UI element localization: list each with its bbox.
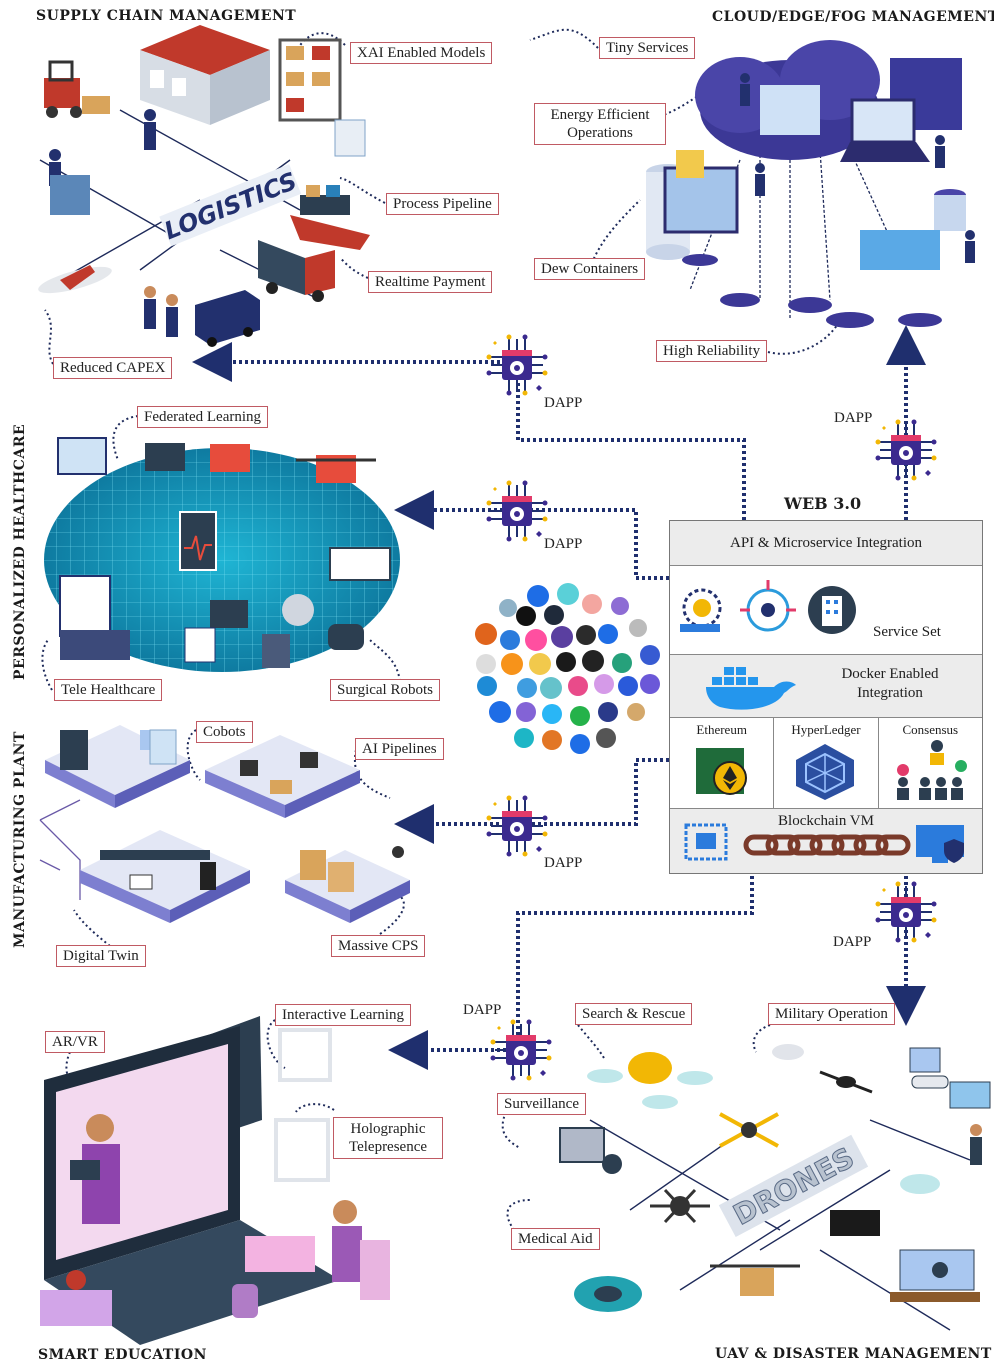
label-reduced-capex: Reduced CAPEX xyxy=(53,357,173,379)
label-dew-containers: Dew Containers xyxy=(534,258,646,280)
label-tiny-services: Tiny Services xyxy=(599,37,696,59)
docker-label: Docker Enabled Integration xyxy=(841,666,939,701)
chain-links-icon xyxy=(743,834,911,856)
label-holographic-telepresence: Holographic Telepresence xyxy=(333,1117,443,1159)
arrow-to-supply-chain xyxy=(192,342,746,520)
label-energy-efficient-operations: Energy Efficient Operations xyxy=(534,103,666,145)
label-interactive-learning: Interactive Learning xyxy=(275,1004,412,1026)
label-surveillance: Surveillance xyxy=(497,1093,586,1115)
section-title-manufacturing: MANUFACTURING PLANT xyxy=(12,731,28,948)
ai-brain-gear-icon xyxy=(740,580,796,632)
chain-ethereum: Ethereum xyxy=(670,718,775,808)
consensus-icon xyxy=(896,740,967,800)
blockchain-vm-icons xyxy=(684,823,964,863)
dapp-label-uav: DAPP xyxy=(833,934,872,950)
label-military-operation: Military Operation xyxy=(768,1003,895,1025)
label-massive-cps: Massive CPS xyxy=(331,935,426,957)
chain-ethereum-label: Ethereum xyxy=(696,722,747,737)
chain-hyperledger: HyperLedger xyxy=(774,718,879,808)
label-federated-learning: Federated Learning xyxy=(137,406,269,428)
arrow-to-healthcare xyxy=(394,490,669,580)
web3-title: WEB 3.0 xyxy=(784,494,862,513)
service-set-label: Service Set xyxy=(873,624,941,640)
dapp-label-healthcare: DAPP xyxy=(544,536,583,552)
label-medical-aid: Medical Aid xyxy=(511,1228,600,1250)
section-title-cloud: CLOUD/EDGE/FOG MANAGEMENT xyxy=(712,9,994,25)
label-ai-pipelines: AI Pipelines xyxy=(355,738,444,760)
building-gear-icon xyxy=(808,586,856,634)
arrow-to-education xyxy=(388,870,754,1070)
api-layer-label: API & Microservice Integration xyxy=(729,534,923,551)
api-microservice-layer: API & Microservice Integration xyxy=(670,521,982,566)
label-xai-enabled-models: XAI Enabled Models xyxy=(350,42,493,64)
web3-stack: API & Microservice Integration Service S… xyxy=(669,520,983,874)
dapp-label-cloud: DAPP xyxy=(834,410,873,426)
label-process-pipeline: Process Pipeline xyxy=(386,193,499,215)
chain-hyperledger-label: HyperLedger xyxy=(791,722,861,737)
shield-monitor-icon xyxy=(916,825,964,863)
label-search-rescue: Search & Rescue xyxy=(575,1003,693,1025)
blockchain-vm-label: Blockchain VM xyxy=(778,813,874,829)
chain-consensus: Consensus xyxy=(879,718,982,808)
arrow-to-manufacturing xyxy=(394,758,669,844)
gear-person-icon xyxy=(680,588,722,632)
section-title-supply-chain: SUPPLY CHAIN MANAGEMENT xyxy=(36,8,297,24)
ethereum-icon xyxy=(696,748,747,795)
dapp-label-supply-chain: DAPP xyxy=(544,395,583,411)
label-cobots: Cobots xyxy=(196,721,253,743)
section-title-healthcare: PERSONALIZED HEALTHCARE xyxy=(12,423,28,680)
dapp-label-education: DAPP xyxy=(463,1002,502,1018)
docker-layer: Docker Enabled Integration xyxy=(670,655,982,718)
service-set-icons xyxy=(680,580,856,634)
blockchain-platforms: Ethereum HyperLedger Consensus xyxy=(670,718,982,809)
vm-monitor-icon xyxy=(684,823,728,861)
dapp-label-manufacturing: DAPP xyxy=(544,855,583,871)
label-digital-twin: Digital Twin xyxy=(56,945,146,967)
label-ar-vr: AR/VR xyxy=(45,1031,105,1053)
label-realtime-payment: Realtime Payment xyxy=(368,271,493,293)
blockchain-vm-layer: Blockchain VM xyxy=(670,809,982,873)
section-title-education: SMART EDUCATION xyxy=(38,1347,207,1363)
label-high-reliability: High Reliability xyxy=(656,340,768,362)
service-set-layer: Service Set xyxy=(670,566,982,655)
section-title-uav: UAV & DISASTER MANAGEMENT xyxy=(715,1346,992,1362)
docker-whale-icon xyxy=(706,667,796,710)
chain-consensus-label: Consensus xyxy=(902,722,959,737)
hyperledger-icon xyxy=(796,744,855,800)
label-surgical-robots: Surgical Robots xyxy=(330,679,440,701)
label-tele-healthcare: Tele Healthcare xyxy=(54,679,163,701)
